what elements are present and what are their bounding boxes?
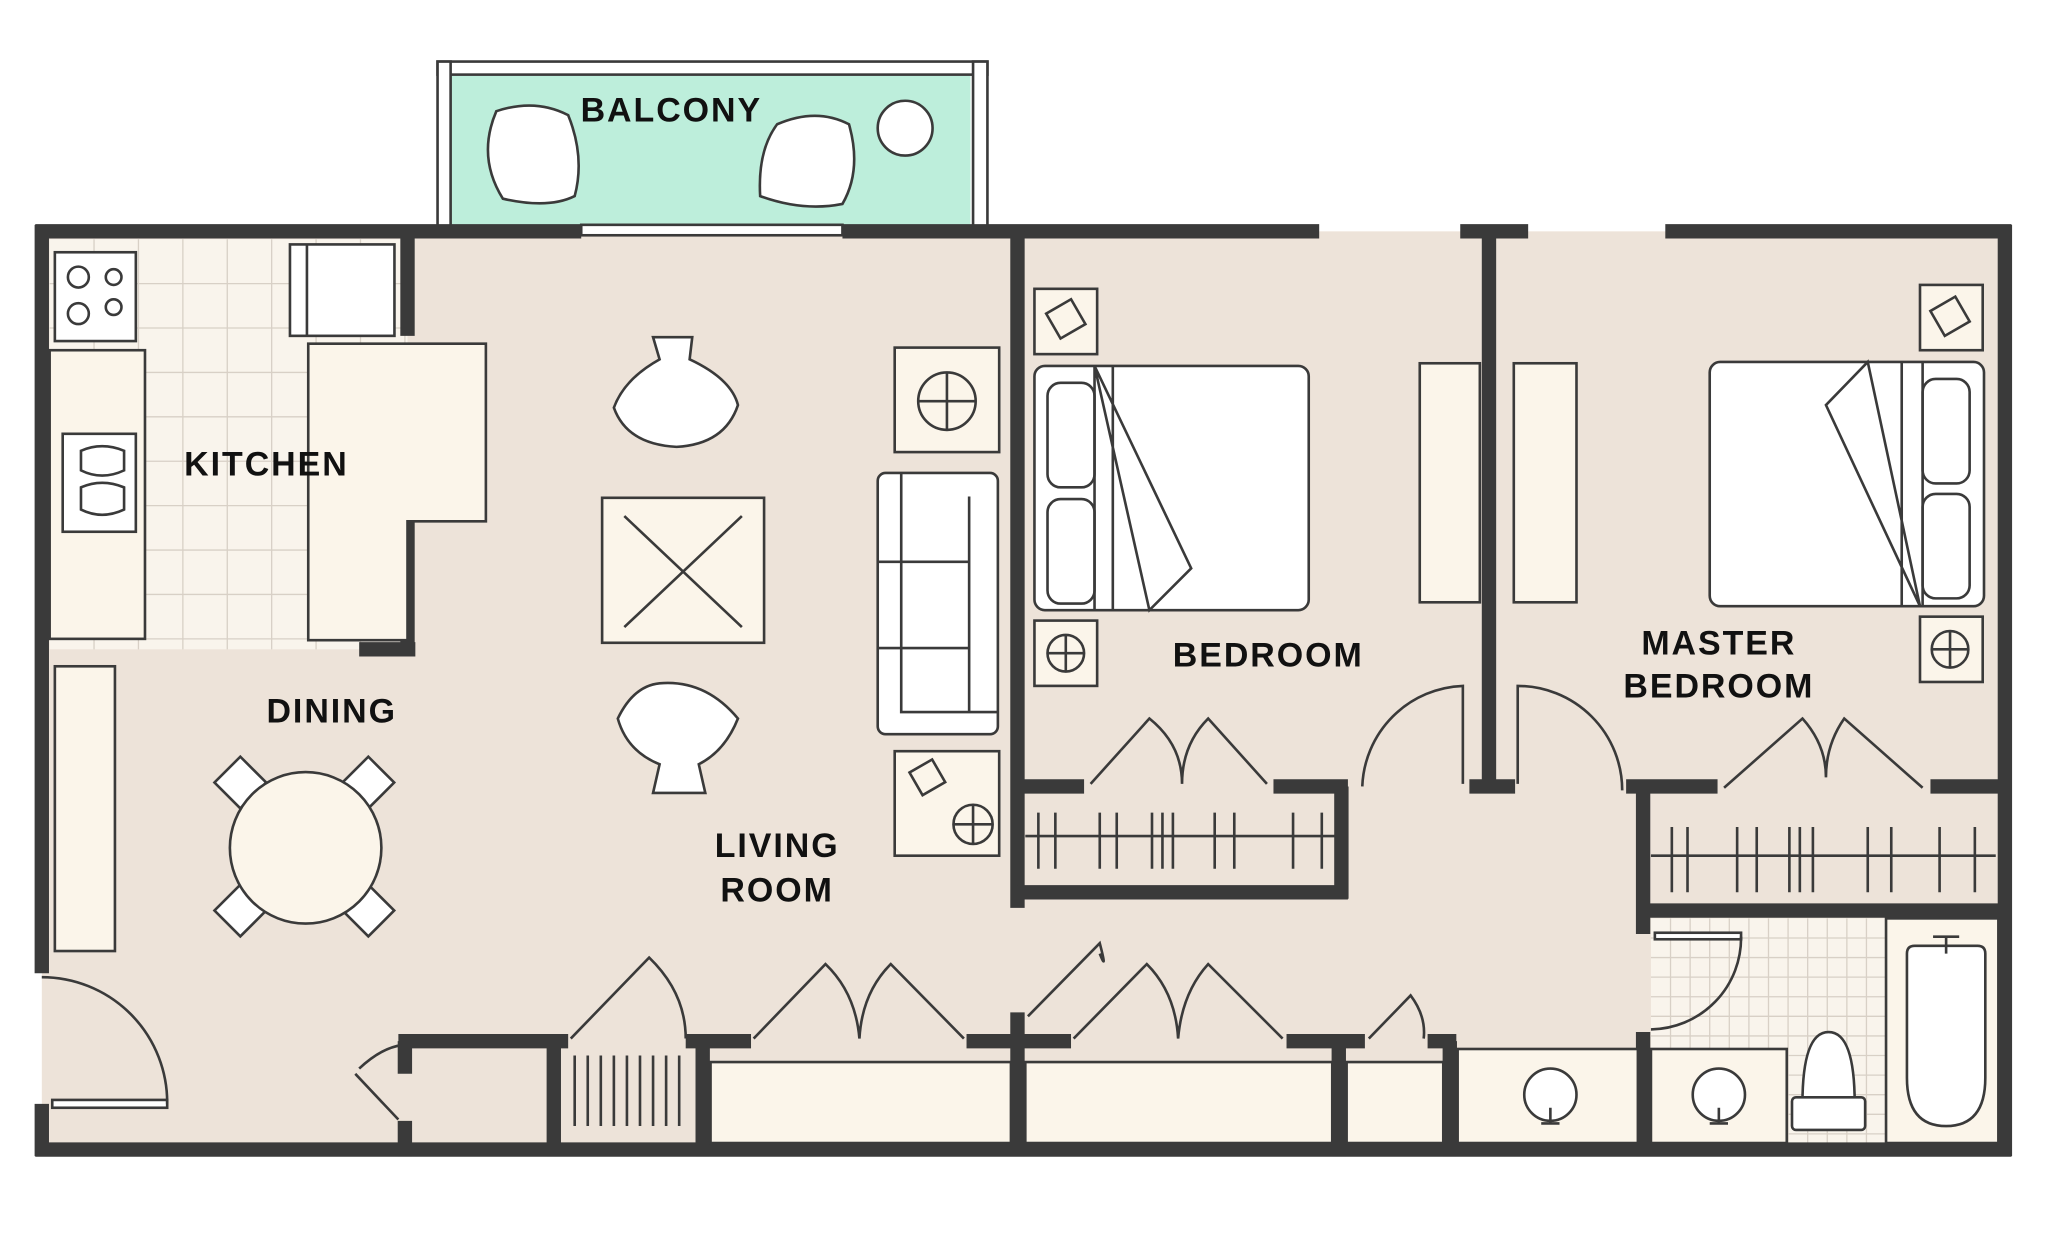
dining-sideboard	[53, 664, 117, 953]
vanity	[1649, 1047, 1789, 1145]
kitchen-sink	[61, 432, 138, 534]
living-chair	[612, 335, 740, 449]
closet	[1025, 812, 1335, 869]
vanity	[1456, 1047, 1640, 1145]
room-label-dining: DINING	[266, 692, 397, 730]
balcony-railing	[436, 60, 989, 237]
entry-door[interactable]	[41, 975, 169, 1110]
room-label-kitchen: KITCHEN	[184, 446, 349, 484]
stove	[53, 250, 138, 343]
room-label-master-2: BEDROOM	[1623, 668, 1814, 706]
bed	[1033, 364, 1311, 613]
bedroom-door[interactable]	[1360, 684, 1465, 787]
closet-doors[interactable]	[1723, 716, 1924, 789]
master-door[interactable]	[1516, 684, 1624, 791]
nightstand	[1918, 615, 1984, 684]
walls	[34, 224, 2013, 1157]
bathtub	[1884, 917, 2000, 1145]
dining-table	[212, 754, 397, 939]
room-label-balcony: BALCONY	[581, 92, 763, 130]
room-label-master-1: MASTER	[1641, 625, 1796, 663]
closet-doors[interactable]	[354, 940, 1426, 1121]
toilet	[1790, 1030, 1867, 1132]
nightstand	[1033, 619, 1099, 688]
nightstand	[1033, 287, 1099, 356]
balcony-table	[876, 99, 934, 157]
balcony-chair	[486, 104, 580, 205]
coffee-table	[600, 496, 766, 645]
sofa	[876, 471, 1000, 736]
bathroom-door[interactable]	[1650, 931, 1743, 1031]
end-table-phone	[893, 749, 1001, 857]
end-table-lamp	[893, 346, 1001, 454]
closet	[1650, 826, 1996, 893]
balcony-chair	[758, 114, 856, 208]
room-label-bedroom: BEDROOM	[1173, 636, 1364, 674]
nightstand	[1918, 283, 1984, 352]
room-label-living-1: LIVING	[715, 827, 840, 865]
kitchen-island	[306, 342, 488, 642]
dresser	[1418, 361, 1482, 604]
storage-closets	[573, 1055, 1445, 1145]
room-label-living-2: ROOM	[720, 871, 833, 909]
refrigerator	[288, 243, 396, 338]
living-chair	[616, 681, 740, 795]
bed	[1708, 359, 1986, 608]
dresser	[1512, 361, 1578, 604]
closet-doors[interactable]	[1089, 716, 1268, 785]
